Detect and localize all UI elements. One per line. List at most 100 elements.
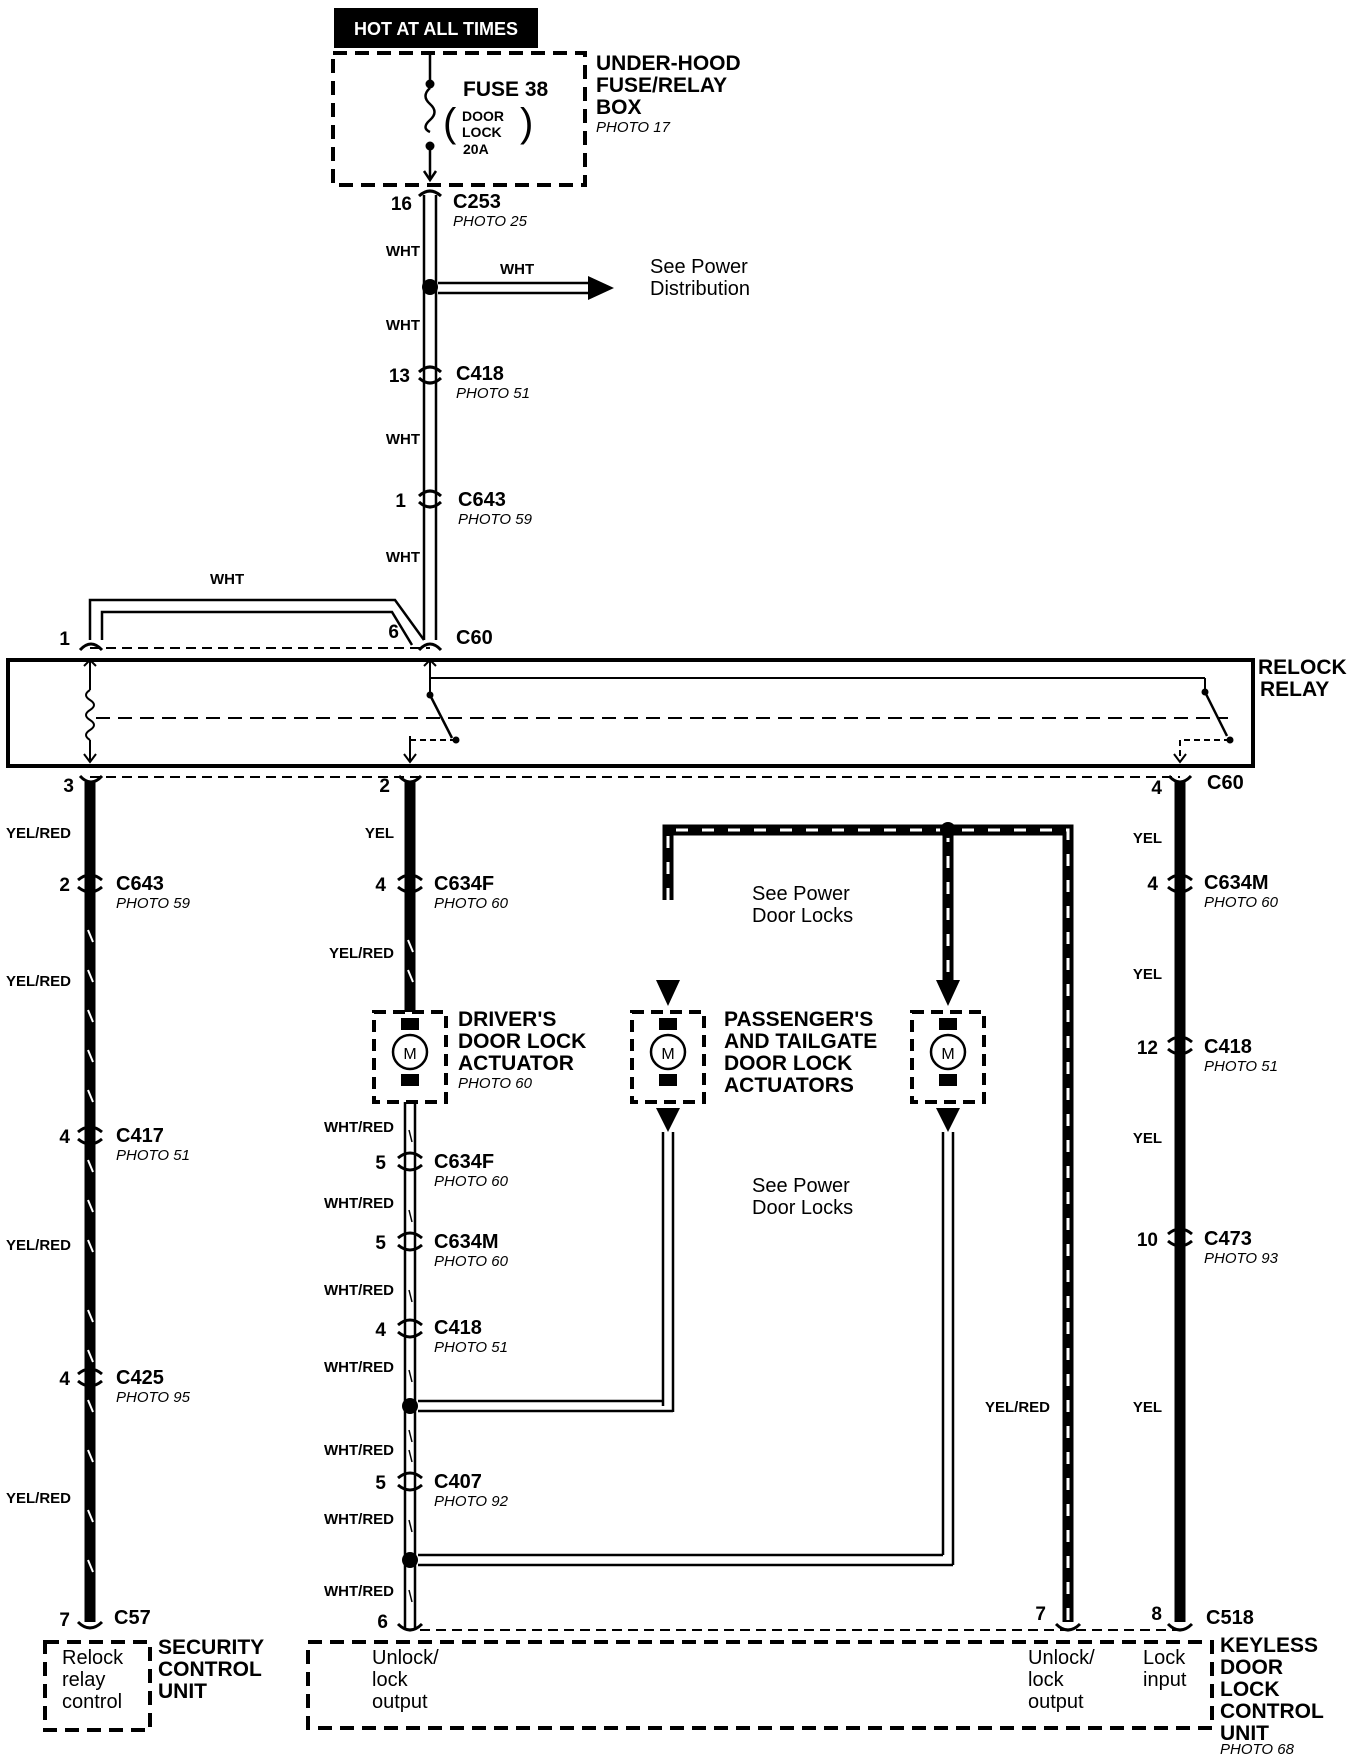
keyless-left-output-2: lock [372,1669,409,1691]
driver-end-pin: 6 [377,1612,388,1633]
svg-text:M: M [403,1046,416,1063]
c634m-right-name: C634M [1204,872,1268,894]
keyless-title-1: KEYLESS [1220,1634,1318,1657]
passenger-title-3: DOOR LOCK [724,1052,852,1075]
see-power-door-locks-top-1: See Power [752,883,850,905]
c634f-lower-photo: PHOTO 60 [434,1173,509,1190]
main-feed-wire [422,195,438,640]
keyless-connector-c518: C518 [1206,1607,1254,1629]
svg-text:FUSE/RELAY: FUSE/RELAY [596,74,727,97]
c643-left-name: C643 [116,873,164,895]
keyless-right-output-2: lock [1028,1669,1065,1691]
relay-pin-6: 6 [388,622,399,643]
keyless-title-3: LOCK [1220,1678,1280,1701]
connector-c643-top [417,489,443,509]
c407-name: C407 [434,1471,482,1493]
keyless-title-4: CONTROL [1220,1700,1324,1723]
c57-connector-icon [76,1620,104,1630]
tailgate-actuator-box [910,1010,986,1104]
security-unit-title-1: SECURITY [158,1636,264,1659]
splice-power-distribution [422,279,438,295]
security-wire-label-4: YEL/RED [6,1490,71,1507]
driver-actuator-title-3: ACTUATOR [458,1052,574,1075]
right-wire-label-1: YEL [1133,830,1162,847]
svg-text:UNDER-HOOD: UNDER-HOOD [596,52,741,75]
c418-right-photo: PHOTO 51 [1204,1058,1278,1075]
see-power-door-locks-bottom-2: Door Locks [752,1197,853,1219]
keyless-lock-input-2: input [1143,1669,1187,1691]
relay-bottom-connector: C60 [1207,772,1244,794]
splice-lower [402,1552,418,1568]
passenger-top-bus [656,822,1074,1622]
passenger-actuator-box [630,1010,706,1104]
c634f-upper-pin: 4 [375,875,386,896]
wire-wht-4: WHT [386,549,420,566]
fuse-38-icon [422,55,438,183]
keyless-pin-7: 7 [1035,1604,1046,1625]
hot-at-all-times-label: HOT AT ALL TIMES [354,19,518,39]
c418-right-pin: 12 [1137,1038,1158,1059]
driver-wire-yel: YEL [365,825,394,842]
relay-switch-contacts [96,658,1234,764]
relock-relay-title-1: RELOCK [1258,656,1347,679]
c473-pin: 10 [1137,1230,1158,1251]
c418-top-name: C418 [456,363,504,385]
driver-lower-wire-3: WHT/RED [324,1282,394,1299]
keyless-photo: PHOTO 68 [1220,1741,1295,1754]
right-top-pin: 4 [1151,778,1162,799]
driver-lower-wire-5: WHT/RED [324,1442,394,1459]
see-power-distribution-2: Distribution [650,278,750,300]
connector-c418-top [417,365,443,385]
c418-lower-name: C418 [434,1317,482,1339]
c253-pin: 16 [391,194,412,215]
driver-lower-wire-6: WHT/RED [324,1511,394,1528]
connector-c418-right [1167,1035,1193,1056]
relay-top-connector-line [78,642,443,652]
fuse-rating: 20A [463,141,489,157]
see-power-door-locks-bottom-1: See Power [752,1175,850,1197]
right-wire-label-3: YEL [1133,1130,1162,1147]
driver-actuator-photo: PHOTO 60 [458,1075,533,1092]
c407-photo: PHOTO 92 [434,1493,509,1510]
c643-top-name: C643 [458,489,506,511]
under-hood-fuse-box [331,51,587,187]
c634m-right-photo: PHOTO 60 [1204,894,1279,911]
connector-c643-left [77,873,103,894]
c417-photo: PHOTO 51 [116,1147,190,1164]
relay-bottom-connector-line [78,774,1193,784]
c425-name: C425 [116,1367,164,1389]
driver-lower-wire-2: WHT/RED [324,1195,394,1212]
keyless-left-output-3: output [372,1691,428,1713]
passenger-lower-wires [418,1108,960,1567]
c634f-lower-pin: 5 [375,1153,386,1174]
security-wire-label-2: YEL/RED [6,973,71,990]
connector-c473 [1167,1227,1193,1248]
passenger-motor-icon: M [649,1018,687,1086]
c643-left-pin: 2 [59,875,70,896]
security-inner-1: Relock [62,1647,124,1669]
connector-c417 [77,1125,103,1146]
keyless-left-output-1: Unlock/ [372,1647,439,1669]
c418-lower-pin: 4 [375,1320,386,1341]
driver-wire-yelred: YEL/RED [329,945,394,962]
driver-lower-wire-1: WHT/RED [324,1119,394,1136]
relock-relay-box [6,658,1255,768]
driver-actuator-box [372,1010,448,1104]
right-wire-label-2: YEL [1133,966,1162,983]
c57-pin: 7 [59,1610,70,1631]
driver-top-pin: 2 [379,776,390,797]
c57-name: C57 [114,1607,151,1629]
c425-photo: PHOTO 95 [116,1389,191,1406]
security-wire-label-1: YEL/RED [6,825,71,842]
c473-name: C473 [1204,1228,1252,1250]
relock-relay-title-2: RELAY [1260,678,1329,701]
connector-c407 [397,1471,423,1492]
driver-lower-wire-4: WHT/RED [324,1359,394,1376]
connector-c634m-right [1167,873,1193,894]
wire-wht-3: WHT [386,431,420,448]
fuse-desc-door: DOOR [462,108,504,124]
branch-wht-label: WHT [210,571,244,588]
power-distribution-wire-label: WHT [500,261,534,278]
fuse-paren-right: ) [520,101,533,145]
right-wire-label-4: YEL [1133,1399,1162,1416]
